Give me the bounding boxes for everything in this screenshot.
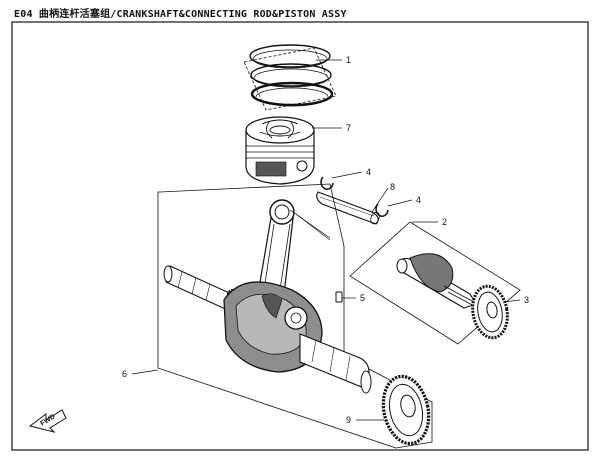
circlip-upper[interactable] — [320, 176, 334, 190]
callout-9: 9 — [346, 415, 351, 425]
callout-3: 3 — [524, 295, 529, 305]
piston-pin[interactable] — [316, 191, 381, 225]
circlip-lower[interactable] — [375, 203, 389, 217]
diagram-frame — [11, 21, 589, 451]
balancer-drive-gear[interactable] — [469, 283, 512, 340]
crankshaft-assy-outline — [157, 183, 433, 449]
callout-5: 5 — [360, 293, 365, 303]
callout-4-lower: 4 — [416, 195, 421, 205]
primary-drive-gear[interactable] — [377, 372, 434, 448]
callout-7: 7 — [346, 123, 351, 133]
woodruff-key[interactable] — [335, 291, 343, 303]
callout-8: 8 — [390, 182, 395, 192]
piston[interactable] — [245, 116, 315, 185]
crankshaft[interactable] — [163, 265, 372, 394]
leader-lines — [131, 59, 521, 421]
callout-4-upper: 4 — [366, 167, 371, 177]
callout-1: 1 — [346, 55, 351, 65]
balancer-shaft-assy[interactable] — [349, 221, 521, 345]
fwd-arrow-icon: FWD — [28, 409, 67, 433]
callout-6: 6 — [122, 369, 127, 379]
callout-2: 2 — [442, 217, 447, 227]
piston-ring-set[interactable] — [243, 44, 337, 111]
diagram-title: E04 曲柄连杆活塞组/CRANKSHAFT&CONNECTING ROD&PI… — [14, 9, 347, 20]
connecting-rod[interactable] — [257, 199, 331, 295]
